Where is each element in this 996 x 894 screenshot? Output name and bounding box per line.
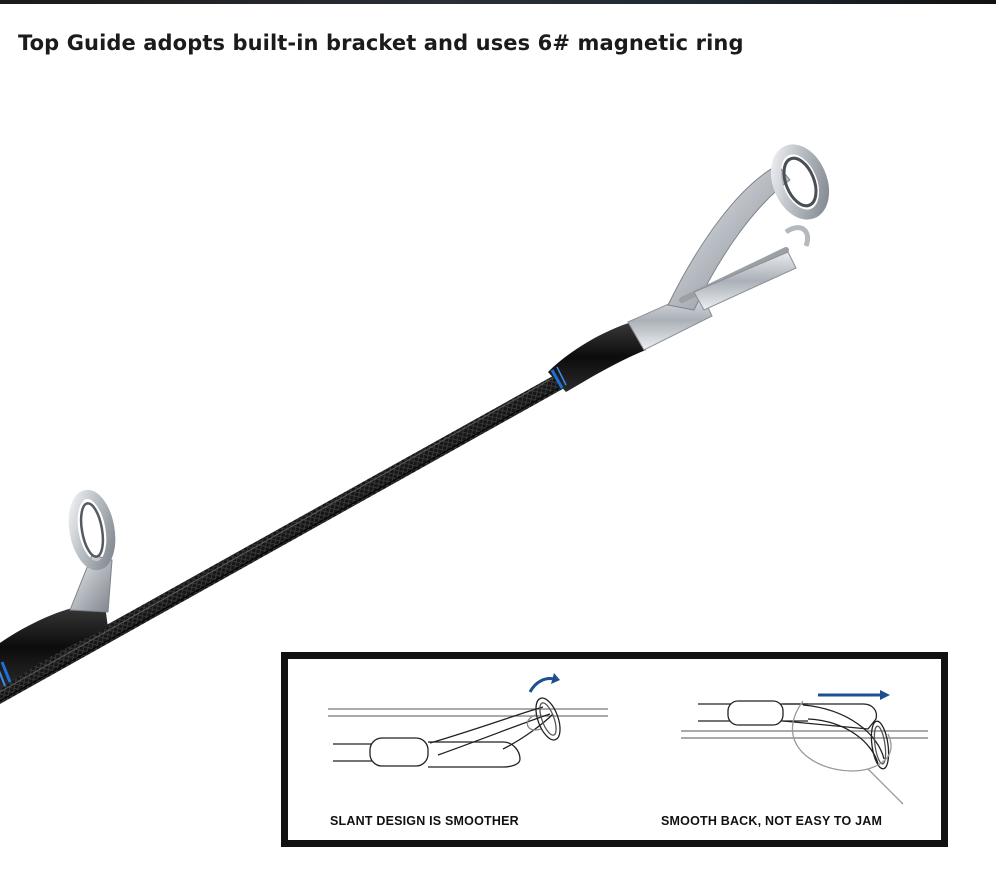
line-guide-icon bbox=[68, 489, 116, 613]
right-caption: SMOOTH BACK, NOT EASY TO JAM bbox=[661, 814, 883, 828]
top-winding bbox=[548, 322, 646, 392]
left-caption: SLANT DESIGN IS SMOOTHER bbox=[330, 814, 519, 828]
comparison-diagram: SLANT DESIGN IS SMOOTHER SMOOTH BACK, NO… bbox=[281, 652, 948, 847]
top-guide-icon bbox=[627, 144, 830, 351]
back-guide-diagram-icon bbox=[681, 700, 928, 805]
curved-arrow-icon bbox=[528, 673, 560, 693]
right-arrow-icon bbox=[818, 690, 890, 700]
rod-blank-icon bbox=[0, 372, 568, 704]
page-title: Top Guide adopts built-in bracket and us… bbox=[18, 31, 744, 55]
slant-guide-diagram-icon bbox=[328, 697, 608, 768]
lower-winding bbox=[0, 604, 108, 690]
top-divider bbox=[0, 0, 996, 4]
